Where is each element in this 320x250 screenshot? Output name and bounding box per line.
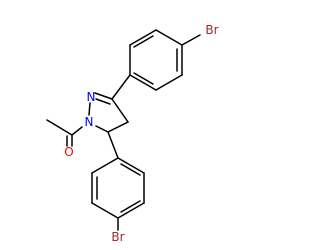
- double-bond-inner: [133, 35, 154, 48]
- nitrogen-label-n2: N: [87, 90, 96, 104]
- bond-to-bromine: [181, 34, 201, 46]
- bond: [129, 74, 157, 91]
- double-bond-c3-n2-inner: [95, 98, 111, 105]
- pyrazoline-ring: [88, 74, 131, 133]
- double-bond-inner: [120, 200, 141, 213]
- bond-n1-c5: [95, 125, 109, 133]
- acetyl-group: [46, 119, 83, 147]
- bond: [155, 29, 183, 46]
- bond-n2-n1: [88, 102, 91, 116]
- upper-bromophenyl-ring: [129, 29, 201, 91]
- bond-c5-c4: [107, 121, 129, 133]
- double-bond-inner: [120, 163, 141, 176]
- bond: [155, 74, 183, 91]
- bond: [117, 202, 145, 219]
- bromine-label-bottom: Br: [111, 230, 124, 244]
- bond-aryl-c3: [111, 74, 131, 100]
- molecule-canvas: Br N N O Br: [46, 23, 219, 244]
- oxygen-label: O: [64, 145, 73, 159]
- bond: [91, 202, 119, 219]
- double-bond-inner: [133, 72, 154, 85]
- bond: [117, 157, 145, 174]
- bond: [91, 157, 119, 174]
- nitrogen-label-n1: N: [85, 115, 94, 129]
- molecule-structure: Br N N O Br: [46, 23, 219, 244]
- bond-c5-aryl: [107, 131, 119, 159]
- bond-carbonyl-methyl: [46, 119, 73, 136]
- lower-bromophenyl-ring: [91, 131, 145, 231]
- bond: [129, 29, 157, 46]
- bromine-label-top: Br: [205, 23, 218, 37]
- bond-n1-carbonyl: [71, 126, 83, 136]
- atom-labels: Br N N O Br: [64, 23, 218, 244]
- bond-c4-c3: [111, 98, 129, 123]
- double-bond-c3-n2: [94, 92, 113, 100]
